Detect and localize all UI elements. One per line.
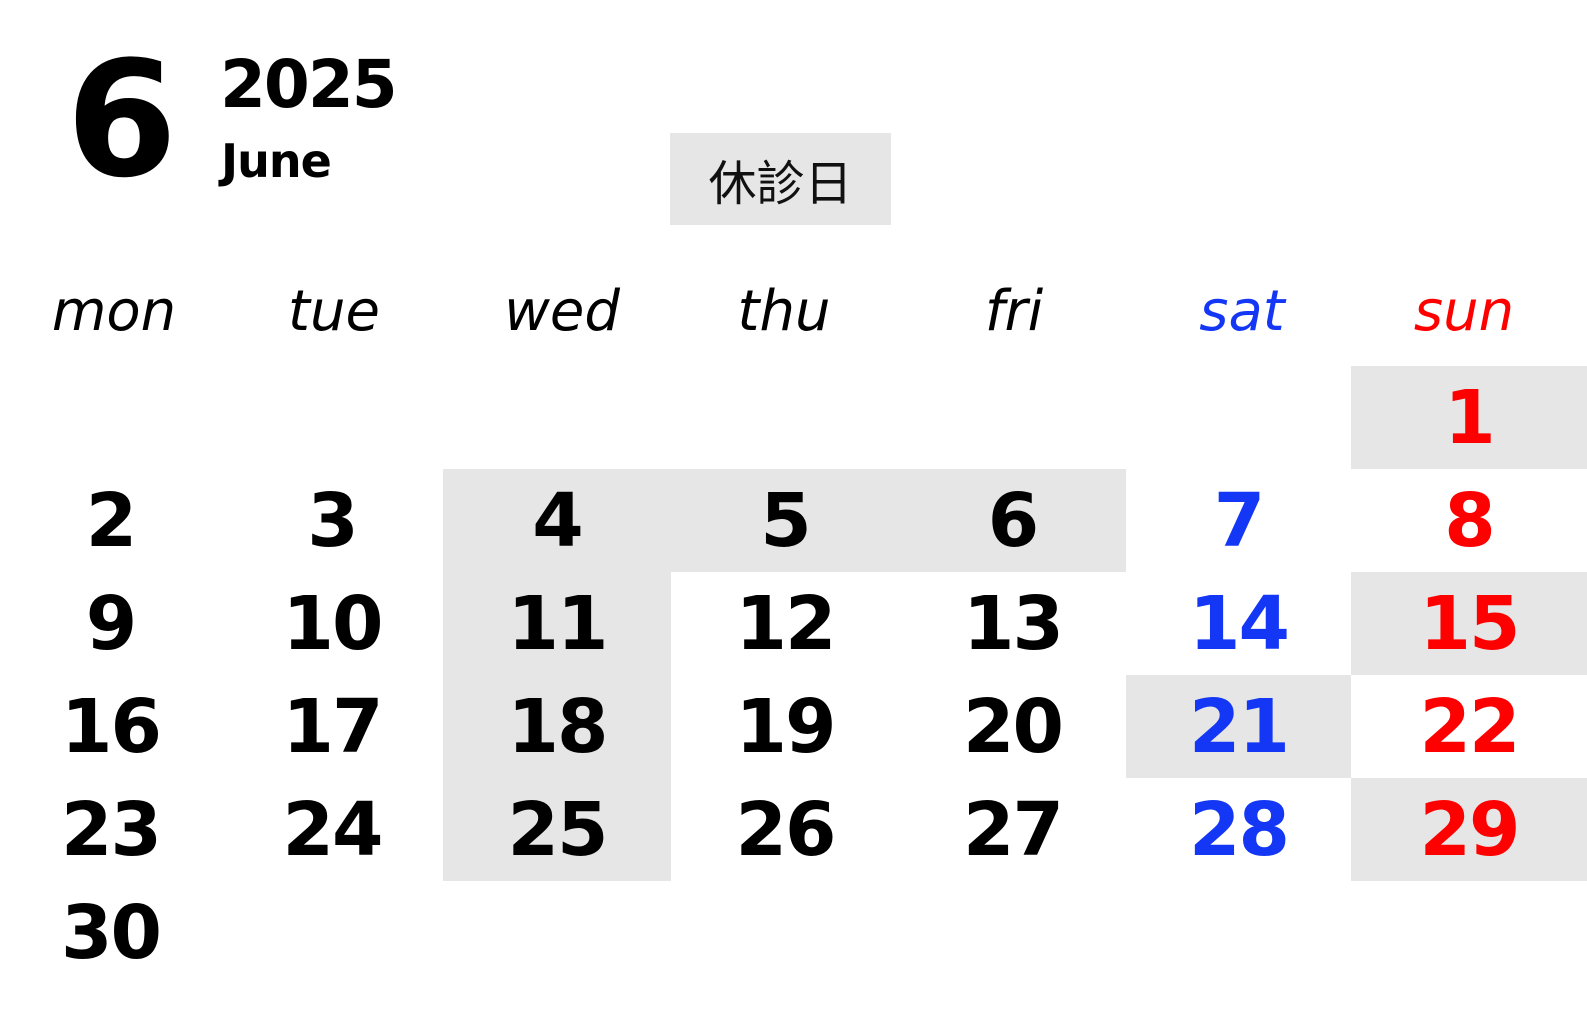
- weekday-tue: tue: [288, 279, 380, 344]
- weekday-sat: sat: [1199, 279, 1285, 344]
- month-name-label: June: [221, 134, 332, 188]
- month-number: 6: [66, 26, 177, 213]
- day-cell-20: 20: [963, 683, 1064, 770]
- day-cell-8: 8: [1444, 477, 1496, 564]
- day-cell-4: 4: [443, 469, 671, 572]
- day-cell-12: 12: [735, 580, 837, 667]
- day-cell-10: 10: [282, 580, 384, 667]
- day-cell-27: 27: [963, 786, 1064, 873]
- day-cell-13: 13: [963, 580, 1064, 667]
- day-cell-1: 1: [1351, 366, 1587, 469]
- day-cell-23: 23: [61, 786, 162, 873]
- day-cell-19: 19: [735, 683, 837, 770]
- day-cell-22: 22: [1419, 683, 1521, 770]
- day-cell-9: 9: [85, 580, 138, 667]
- day-cell-21: 21: [1126, 675, 1351, 778]
- legend-label: 休診日: [708, 156, 853, 212]
- day-cell-16: 16: [61, 683, 162, 770]
- day-cell-24: 24: [282, 786, 384, 873]
- day-cell-11: 11: [443, 572, 671, 675]
- weekday-mon: mon: [51, 279, 177, 344]
- day-cell-14: 14: [1189, 580, 1290, 667]
- weekday-fri: fri: [984, 279, 1044, 344]
- weekday-wed: wed: [504, 279, 620, 344]
- day-cell-29: 29: [1351, 778, 1587, 881]
- day-cell-15: 15: [1351, 572, 1587, 675]
- day-cell-26: 26: [735, 786, 837, 873]
- weekday-sun: sun: [1413, 279, 1515, 344]
- day-cell-6: 6: [899, 469, 1126, 572]
- day-cell-7: 7: [1213, 477, 1266, 564]
- day-cell-28: 28: [1189, 786, 1290, 873]
- weekday-thu: thu: [737, 279, 831, 344]
- day-cell-17: 17: [282, 683, 384, 770]
- day-cell-3: 3: [307, 477, 359, 564]
- day-cell-2: 2: [85, 477, 138, 564]
- day-cell-18: 18: [443, 675, 671, 778]
- day-cell-5: 5: [671, 469, 899, 572]
- day-cell-25: 25: [443, 778, 671, 881]
- closed-day-legend: 休診日: [670, 133, 891, 225]
- year-label: 2025: [220, 46, 398, 123]
- day-cell-30: 30: [61, 889, 162, 976]
